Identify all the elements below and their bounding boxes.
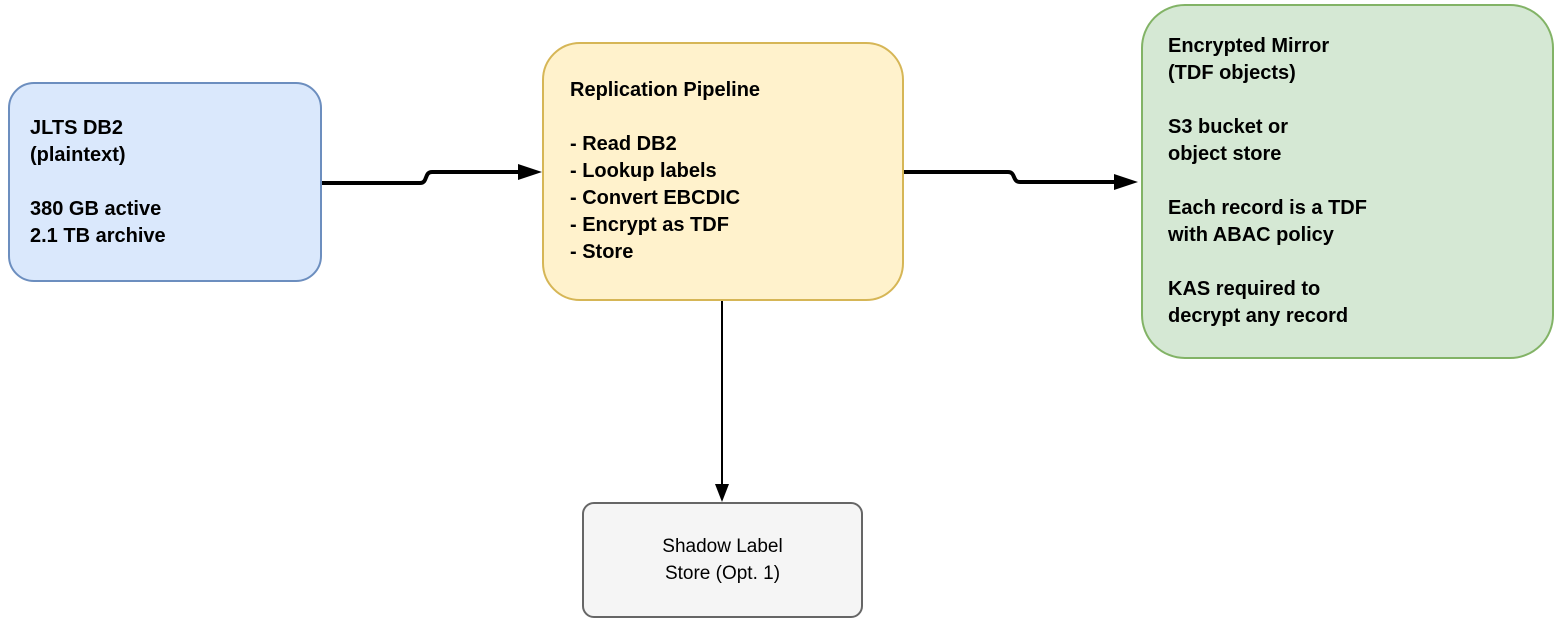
node-replication-pipeline-label: Replication Pipeline - Read DB2 - Lookup… xyxy=(570,79,761,263)
node-shadow-label-store-label: Shadow Label Store (Opt. 1) xyxy=(662,536,783,584)
node-shadow-label-store: Shadow Label Store (Opt. 1) xyxy=(582,502,863,618)
node-encrypted-mirror: Encrypted Mirror (TDF objects) S3 bucket… xyxy=(1141,4,1554,359)
node-jlts-db2-label: JLTS DB2 (plaintext) 380 GB active 2.1 T… xyxy=(30,116,166,247)
node-encrypted-mirror-label: Encrypted Mirror (TDF objects) S3 bucket… xyxy=(1168,35,1367,327)
edge-db2-to-pipeline xyxy=(322,164,542,185)
edge-pipeline-to-mirror xyxy=(904,170,1138,190)
node-replication-pipeline: Replication Pipeline - Read DB2 - Lookup… xyxy=(542,42,904,301)
node-jlts-db2: JLTS DB2 (plaintext) 380 GB active 2.1 T… xyxy=(8,82,322,282)
